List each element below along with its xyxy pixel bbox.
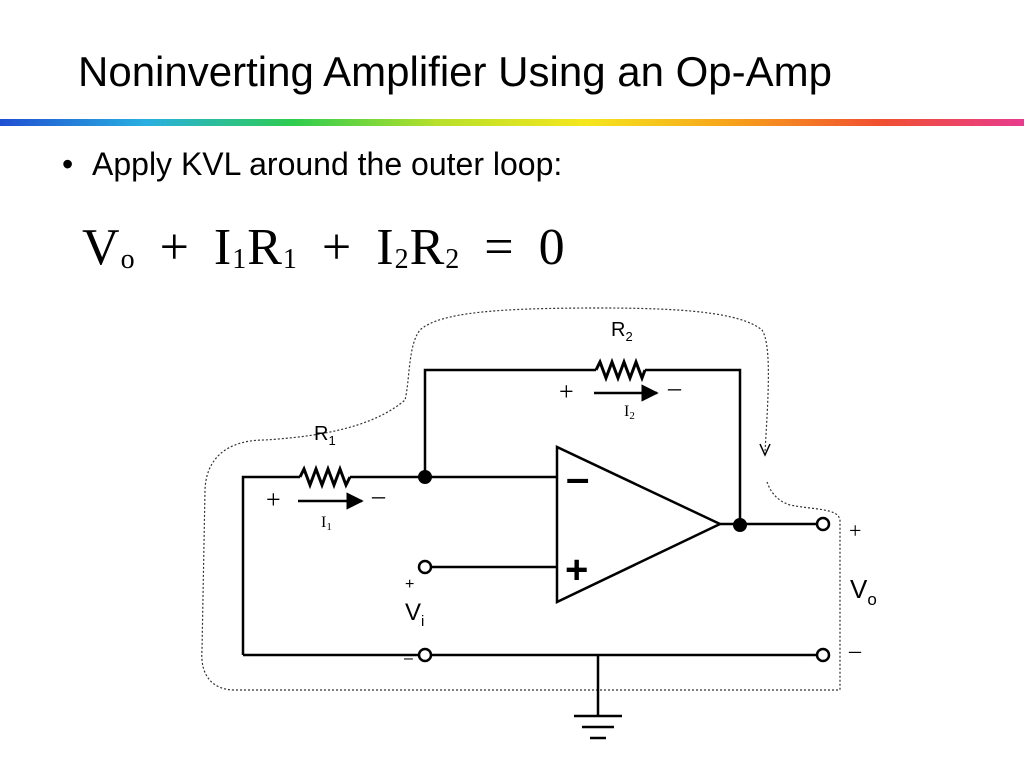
eq-vo: Vo	[82, 219, 136, 276]
title-divider	[0, 119, 1024, 126]
eq-i1r1: I1R1	[213, 219, 298, 276]
r2-plus-sign: +	[559, 377, 574, 406]
label-r2: R2	[611, 319, 633, 344]
r1-plus-sign: +	[266, 485, 281, 514]
r2-minus-sign: –	[667, 373, 682, 402]
ground-icon	[574, 714, 622, 740]
label-r1: R1	[314, 423, 336, 448]
feedback-wire	[423, 368, 742, 525]
vo-plus-sign: +	[849, 518, 861, 543]
eq-rhs: 0	[538, 219, 566, 276]
kvl-equation: Vo + I1R1 + I2R2 = 0	[82, 218, 566, 277]
terminal-vi-minus	[417, 647, 433, 663]
terminal-vi-plus	[417, 559, 433, 575]
vi-plus-sign: +	[405, 576, 414, 593]
eq-plus-2: +	[321, 219, 353, 276]
terminal-vo-minus	[815, 647, 831, 663]
junction-node-inverting	[418, 470, 432, 484]
vo-minus-sign: –	[848, 638, 862, 664]
kvl-loop-path	[201, 307, 841, 691]
opamp-noninverting-sign: +	[565, 548, 588, 592]
terminal-vo-plus	[815, 516, 831, 532]
eq-equals: =	[484, 219, 515, 276]
eq-i2r2: I2R2	[376, 219, 461, 276]
r1-minus-sign: –	[371, 481, 386, 510]
label-i2: I2	[624, 403, 635, 422]
slide-title: Noninverting Amplifier Using an Op-Amp	[78, 48, 832, 95]
resistor-r2	[594, 357, 647, 383]
label-vi: Vi	[405, 599, 424, 630]
eq-plus-1: +	[159, 219, 190, 276]
kvl-direction-arrow	[759, 443, 771, 457]
junction-node-output	[733, 518, 747, 532]
bullet-dot: •	[62, 146, 74, 182]
opamp-inverting-sign: –	[566, 454, 589, 501]
vi-minus-sign: –	[404, 650, 413, 667]
inverting-input-wire	[241, 475, 557, 655]
bullet-item: • Apply KVL around the outer loop:	[62, 146, 562, 183]
label-vo: Vo	[850, 574, 877, 609]
bullet-text: Apply KVL around the outer loop:	[92, 146, 563, 182]
ground-rail	[243, 653, 816, 715]
label-i1: I1	[321, 514, 332, 533]
opamp-triangle	[555, 445, 723, 604]
resistor-r1	[298, 464, 352, 490]
